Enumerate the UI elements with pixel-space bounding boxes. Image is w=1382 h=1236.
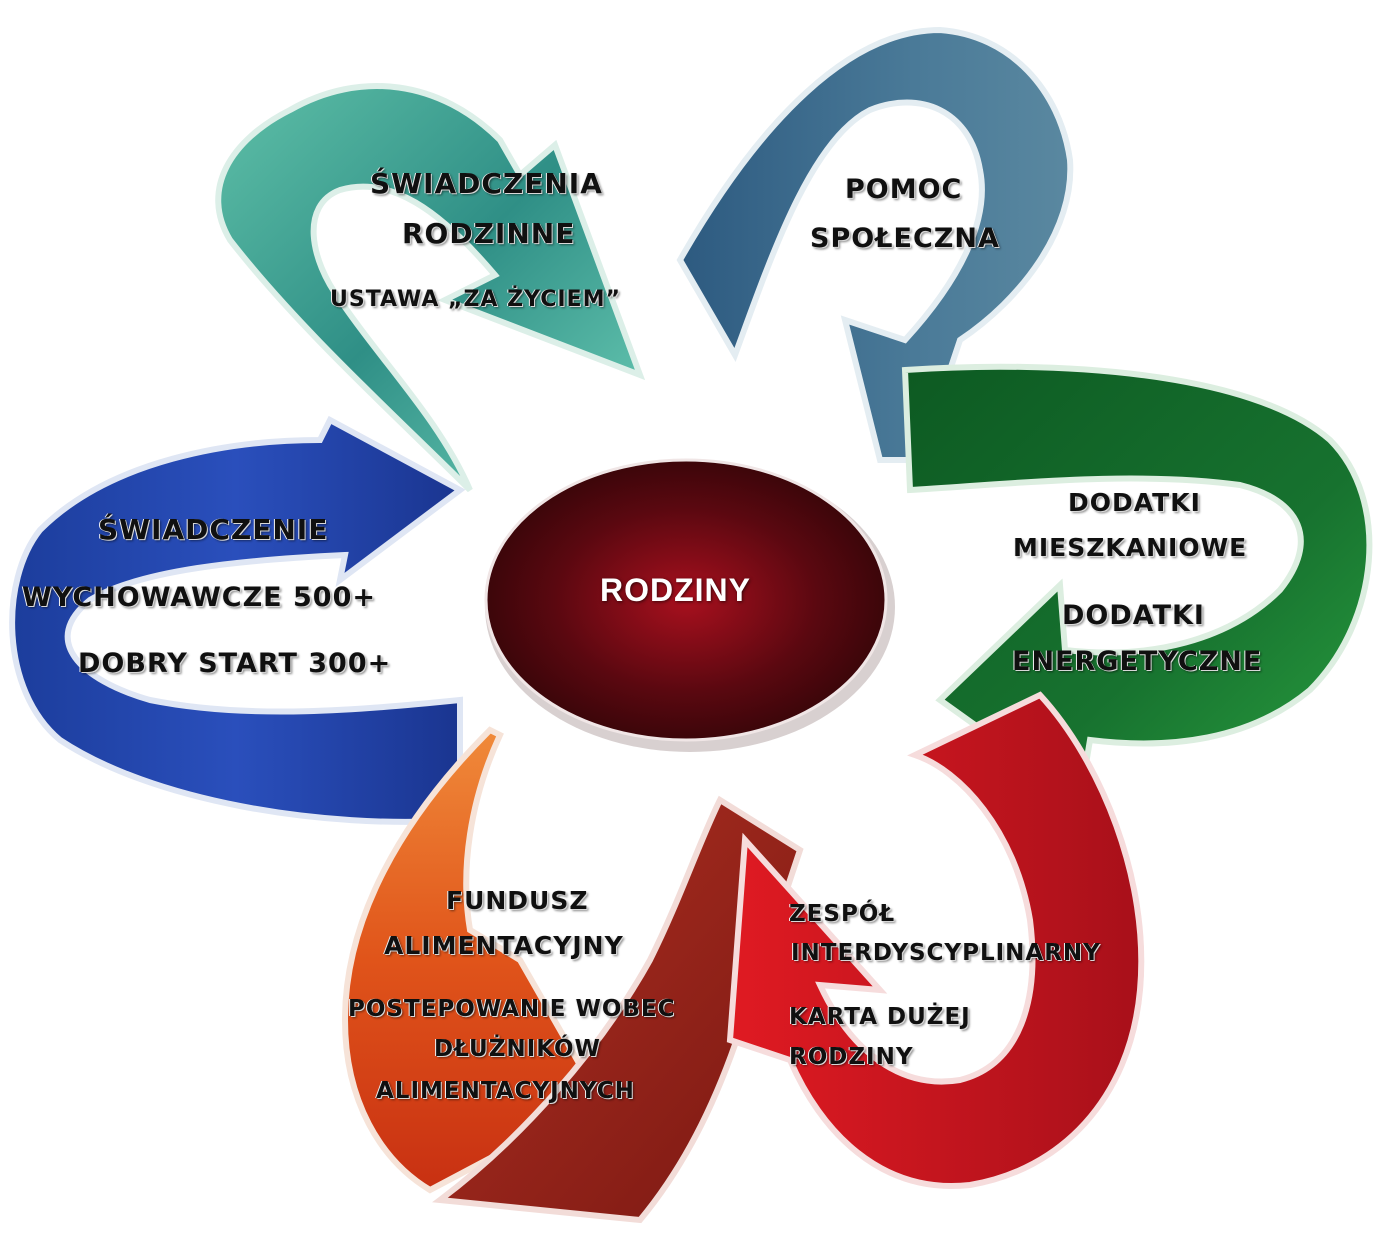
teal-line1: ŚWIADCZENIA bbox=[370, 167, 603, 200]
green-arrow bbox=[901, 363, 1373, 806]
orange-line2: ALIMENTACYJNY bbox=[384, 931, 624, 960]
green-line2: MIESZKANIOWE bbox=[1013, 533, 1248, 562]
red-line4: RODZINY bbox=[789, 1044, 914, 1070]
green-line3: DODATKI bbox=[1062, 600, 1205, 631]
steel-line1: POMOC bbox=[845, 174, 963, 205]
darkred-arrow bbox=[432, 795, 804, 1224]
blue-arrow bbox=[9, 415, 466, 825]
red-line1: ZESPÓŁ bbox=[789, 901, 896, 927]
green-line4: ENERGETYCZNE bbox=[1012, 646, 1263, 677]
teal-line3: USTAWA „ZA ŻYCIEM” bbox=[330, 287, 621, 312]
orange-line3: POSTEPOWANIE WOBEC bbox=[348, 996, 676, 1022]
orange-arrow bbox=[341, 726, 605, 1194]
blue-line1: ŚWIADCZENIE bbox=[98, 513, 329, 546]
red-arrow bbox=[726, 691, 1145, 1190]
blue-line3: DOBRY START 300+ bbox=[78, 648, 392, 679]
red-line2: INTERDYSCYPLINARNY bbox=[791, 940, 1101, 966]
blue-line2: WYCHOWAWCZE 500+ bbox=[22, 582, 376, 613]
center-label: RODZINY bbox=[600, 572, 751, 608]
green-line1: DODATKI bbox=[1068, 488, 1201, 517]
orange-line1: FUNDUSZ bbox=[446, 886, 589, 915]
teal-line2: RODZINNE bbox=[402, 217, 576, 250]
red-line3: KARTA DUŻEJ bbox=[789, 1004, 971, 1030]
steel-arrow bbox=[676, 26, 1074, 463]
orange-line5: ALIMENTACYJNYCH bbox=[376, 1078, 635, 1104]
teal-arrow bbox=[215, 83, 646, 493]
steel-line2: SPOŁECZNA bbox=[810, 223, 1000, 254]
center-ellipse bbox=[484, 458, 888, 742]
orange-line4: DŁUŻNIKÓW bbox=[434, 1036, 601, 1062]
